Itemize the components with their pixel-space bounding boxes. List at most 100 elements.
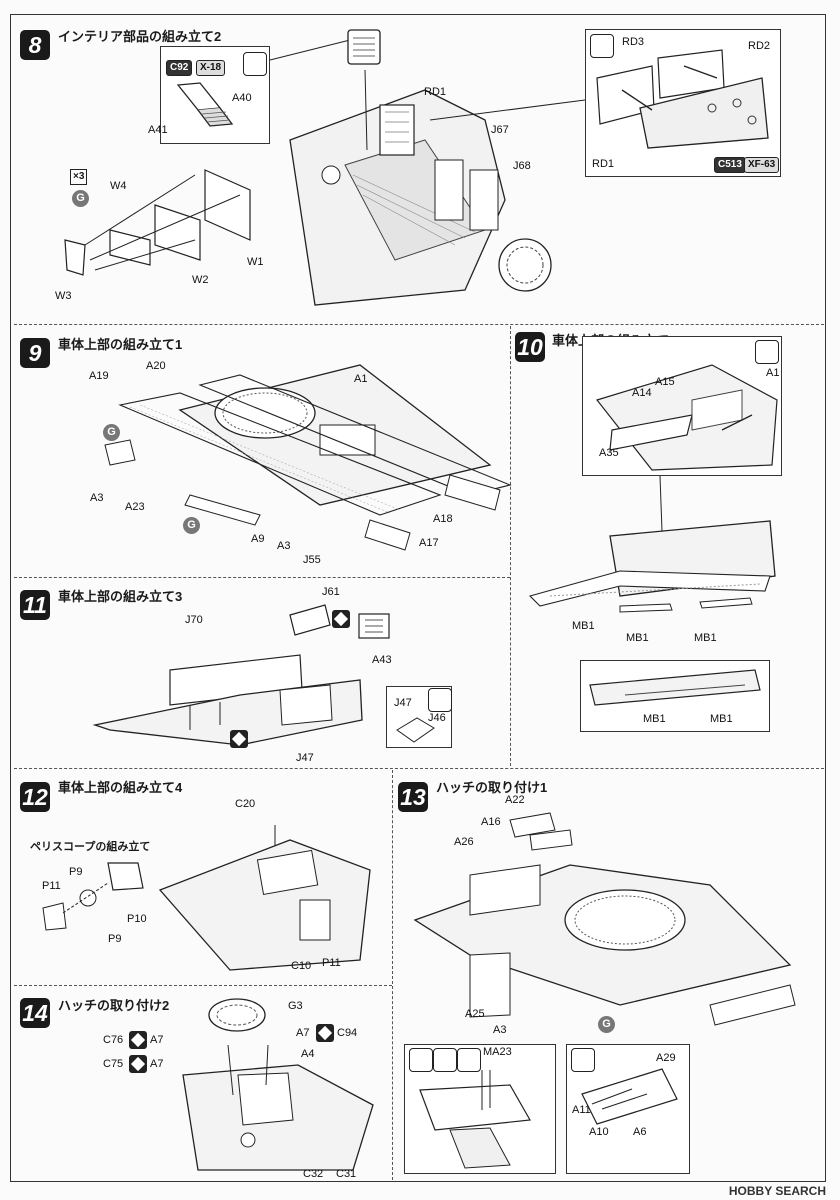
drill-symbol-icon: [230, 730, 248, 748]
ma23-detail-drawing: [419, 1070, 531, 1169]
upper-hull-2-drawing: [528, 475, 776, 613]
part-label-a22: A22: [505, 794, 525, 806]
part-label-mb1c: MB1: [694, 632, 717, 644]
step-14-number: 14: [20, 998, 50, 1028]
divider-col-13: [392, 770, 393, 1180]
part-label-ma23: MA23: [483, 1046, 512, 1058]
step-9-number: 9: [20, 338, 50, 368]
part-label-j68: J68: [513, 160, 531, 172]
part-label-a20: A20: [146, 360, 166, 372]
part-label-a17: A17: [419, 537, 439, 549]
paint-chip-xf63: XF-63: [744, 157, 780, 173]
periscope-subtitle: ペリスコープの組み立て: [30, 841, 151, 853]
paint-badge-g: G: [72, 190, 89, 207]
step-13-number: 13: [398, 782, 428, 812]
step-11-title: 車体上部の組み立て3: [58, 589, 183, 604]
part-label-a26: A26: [454, 836, 474, 848]
part-label-p10: P10: [127, 913, 147, 925]
callout-line-8a: [269, 39, 351, 61]
seat-back-drawing: [347, 29, 381, 65]
bracket-w-drawing: [64, 169, 251, 276]
part-label-a18: A18: [433, 513, 453, 525]
paint-chip-c92: C92: [166, 60, 193, 76]
part-label-c32: C32: [303, 1168, 324, 1180]
part-label-a4: A4: [301, 1048, 315, 1060]
glue-icon: [409, 1048, 433, 1072]
step-12-number: 12: [20, 782, 50, 812]
radio-rd1-drawing: [379, 104, 415, 156]
step-13-title: ハッチの取り付け1: [436, 780, 548, 795]
upper-hull-1-drawing: [104, 364, 512, 551]
part-label-a43: A43: [372, 654, 392, 666]
part-label-w2: W2: [192, 274, 209, 286]
part-label-c75: C75: [103, 1058, 124, 1070]
part-label-mb1b: MB1: [626, 632, 649, 644]
part-label-rd1: RD1: [424, 86, 447, 98]
part-label-p9: P9: [69, 866, 83, 878]
part-label-w1: W1: [247, 256, 264, 268]
part-label-a3b: A3: [277, 540, 291, 552]
box-a43-drawing: [358, 613, 390, 639]
glue-icon: [571, 1048, 595, 1072]
part-label-a16: A16: [481, 816, 501, 828]
part-label-w4: W4: [110, 180, 127, 192]
upper-hull-3-drawing: [92, 654, 363, 746]
part-label-a7a: A7: [150, 1034, 164, 1046]
divider-row1: [14, 324, 824, 325]
part-label-c20: C20: [235, 798, 256, 810]
quantity-x3: ×3: [70, 169, 88, 185]
part-label-p9b: P9: [108, 933, 122, 945]
mb1-detail-drawing: [589, 669, 761, 706]
part-label-a7c: A7: [296, 1027, 310, 1039]
part-label-a3: A3: [90, 492, 104, 504]
divider-col-10: [510, 326, 511, 766]
step-10-number: 10: [515, 332, 545, 362]
part-label-j47b: J47: [296, 752, 314, 764]
a29-detail-drawing: [581, 1068, 678, 1125]
watermark-footer: HOBBY SEARCH: [728, 1184, 826, 1198]
paint-symbol-icon: [316, 1024, 334, 1042]
part-label-j46: J46: [428, 712, 446, 724]
glue-icon: [457, 1048, 481, 1072]
callout-line-8b: [429, 99, 586, 121]
part-label-c10: C10: [291, 960, 312, 972]
part-label-a10: A10: [589, 1126, 609, 1138]
glue-icon: [433, 1048, 457, 1072]
part-label-a7b: A7: [150, 1058, 164, 1070]
page-frame: [10, 14, 826, 1182]
part-label-a3c: A3: [493, 1024, 507, 1036]
divider-row4: [14, 985, 392, 986]
upper-hull-5-drawing: [182, 1044, 374, 1171]
paint-chip-x18: X-18: [196, 60, 226, 76]
glue-icon: [755, 340, 779, 364]
part-label-mb1d: MB1: [643, 713, 666, 725]
part-label-c94: C94: [337, 1027, 358, 1039]
part-label-w3: W3: [55, 290, 72, 302]
part-label-g3: G3: [288, 1000, 303, 1012]
divider-row2: [14, 577, 510, 578]
part-label-c76: C76: [103, 1034, 124, 1046]
part-label-rd2: RD2: [748, 40, 771, 52]
paint-chip-c513: C513: [714, 157, 746, 173]
part-label-a9: A9: [251, 533, 265, 545]
hull-interior-drawing: [289, 69, 552, 306]
step-12-title: 車体上部の組み立て4: [58, 780, 183, 795]
part-label-a25: A25: [465, 1008, 485, 1020]
paint-symbol-icon: [129, 1031, 147, 1049]
part-label-mb1a: MB1: [572, 620, 595, 632]
step-8-title: インテリア部品の組み立て2: [58, 29, 222, 44]
part-label-j55: J55: [303, 554, 321, 566]
j46-detail-drawing: [396, 717, 435, 743]
divider-row3: [14, 768, 824, 769]
paint-symbol-icon: [129, 1055, 147, 1073]
part-label-c31: C31: [336, 1168, 357, 1180]
step-11-number: 11: [20, 590, 50, 620]
paint-badge-g: G: [103, 424, 120, 441]
part-label-p11b: P11: [322, 957, 341, 969]
part-label-a1: A1: [354, 373, 368, 385]
upper-hull-6-drawing: [413, 812, 796, 1026]
part-label-j67: J67: [491, 124, 509, 136]
part-label-rd3: RD3: [622, 36, 645, 48]
seat-drawing: [176, 82, 234, 127]
